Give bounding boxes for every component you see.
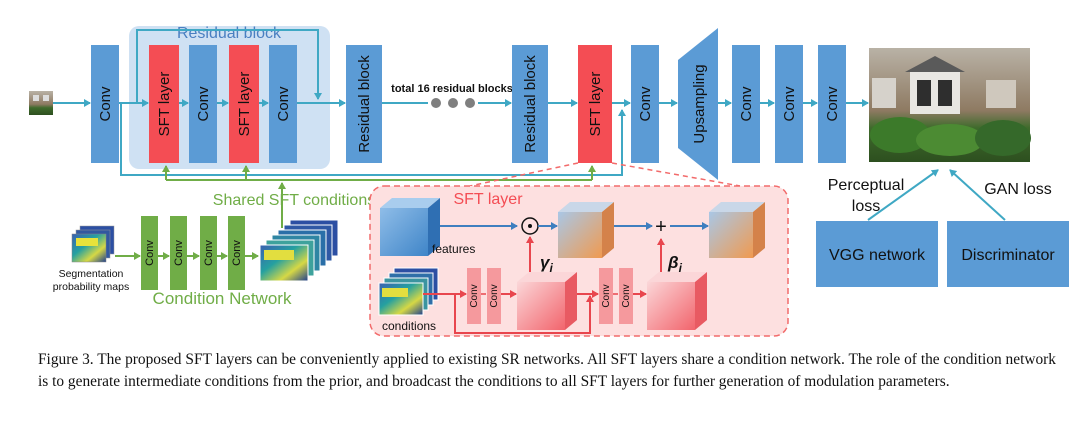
residual-block-title: Residual block bbox=[177, 25, 282, 42]
output-cube bbox=[709, 202, 765, 258]
segmentation-maps bbox=[71, 225, 115, 263]
total-blocks-label: total 16 residual blocks bbox=[391, 83, 513, 95]
beta-label: βi bbox=[667, 253, 683, 275]
upsampling-block bbox=[678, 28, 718, 180]
segmentation-label-2: probability maps bbox=[53, 281, 129, 293]
perceptual-loss-arrow bbox=[867, 169, 939, 221]
total-label-bg bbox=[392, 80, 510, 96]
sft-label-2: SFT layer bbox=[236, 72, 253, 137]
perceptual-loss-label-2: loss bbox=[852, 198, 880, 215]
cond-conv-3 bbox=[200, 216, 217, 290]
long-skip-connection bbox=[120, 103, 626, 176]
conv-block-7 bbox=[818, 45, 846, 163]
sft-conv-label-2: Conv bbox=[489, 284, 500, 307]
sft-layer-2 bbox=[229, 45, 259, 163]
conv-block-5 bbox=[732, 45, 760, 163]
sft-conv-4 bbox=[619, 268, 633, 324]
conv-block-1 bbox=[91, 45, 119, 163]
sft-label-1: SFT layer bbox=[156, 72, 173, 137]
sft-layer-1 bbox=[149, 45, 179, 163]
vgg-network-label: VGG network bbox=[829, 247, 926, 264]
conv-label-7: Conv bbox=[824, 86, 841, 122]
conv-block-3 bbox=[269, 45, 297, 163]
conv-block-2 bbox=[189, 45, 217, 163]
zoom-line-left bbox=[469, 162, 579, 187]
conv-label-2: Conv bbox=[195, 86, 212, 122]
sft-conv-label-4: Conv bbox=[621, 284, 632, 307]
ellipsis-dot-3 bbox=[465, 98, 475, 108]
beta-cube bbox=[647, 272, 707, 330]
features-label: features bbox=[432, 242, 475, 256]
modulated-cube-1 bbox=[558, 202, 614, 258]
condition-maps-stack bbox=[259, 219, 339, 282]
cond-conv-label-3: Conv bbox=[203, 240, 215, 266]
sft-conv-label-1: Conv bbox=[469, 284, 480, 307]
sft-conv-1 bbox=[467, 268, 481, 324]
residual-block-label-16: Residual block bbox=[522, 55, 539, 153]
conditions-label: conditions bbox=[382, 319, 436, 333]
cond-conv-label-1: Conv bbox=[144, 240, 156, 266]
perceptual-loss-label-1: Perceptual bbox=[828, 177, 905, 194]
discriminator-box bbox=[947, 221, 1069, 287]
discriminator-label: Discriminator bbox=[961, 247, 1055, 264]
ellipsis-dot-2 bbox=[448, 98, 458, 108]
ellipsis-dot-1 bbox=[431, 98, 441, 108]
architecture-figure: Residual block Conv SFT layer Conv SFT l… bbox=[29, 25, 1069, 337]
figure-caption: Figure 3. The proposed SFT layers can be… bbox=[38, 351, 1056, 390]
sft-conv-3 bbox=[599, 268, 613, 324]
sft-layer-final bbox=[578, 45, 612, 163]
cond-conv-label-2: Conv bbox=[173, 240, 185, 266]
gan-loss-label: GAN loss bbox=[984, 181, 1052, 198]
residual-block-label-1: Residual block bbox=[356, 55, 373, 153]
plus-symbol: + bbox=[655, 216, 667, 238]
shared-conditions-label: Shared SFT conditions bbox=[213, 192, 375, 209]
cond-conv-2 bbox=[170, 216, 187, 290]
output-image bbox=[869, 48, 1031, 162]
conv-block-4 bbox=[631, 45, 659, 163]
cond-conv-label-4: Conv bbox=[231, 240, 243, 266]
sft-conv-label-3: Conv bbox=[601, 284, 612, 307]
sft-conv-2 bbox=[487, 268, 501, 324]
red-bypass-line bbox=[454, 294, 594, 334]
sft-conditions-stack bbox=[378, 267, 439, 316]
sft-label-final: SFT layer bbox=[587, 72, 604, 137]
conv-block-6 bbox=[775, 45, 803, 163]
zoom-line-right bbox=[611, 162, 741, 187]
conv-label-6: Conv bbox=[781, 86, 798, 122]
segmentation-label-1: Segmentation bbox=[59, 268, 124, 280]
conv-label-4: Conv bbox=[637, 86, 654, 122]
gamma-cube bbox=[517, 272, 577, 330]
upsampling-label: Upsampling bbox=[691, 64, 708, 143]
cond-conv-4 bbox=[228, 216, 245, 290]
sft-detail-title: SFT layer bbox=[453, 191, 523, 208]
conv-label-1: Conv bbox=[97, 86, 114, 122]
conv-label-3: Conv bbox=[275, 86, 292, 122]
condition-network-label: Condition Network bbox=[153, 289, 292, 308]
residual-block-1 bbox=[346, 45, 382, 163]
conv-label-5: Conv bbox=[738, 86, 755, 122]
gan-loss-arrow bbox=[949, 169, 1006, 221]
residual-block-16 bbox=[512, 45, 548, 163]
cond-conv-1 bbox=[141, 216, 158, 290]
input-image bbox=[29, 91, 53, 115]
multiply-dot bbox=[528, 224, 532, 228]
vgg-network-box bbox=[816, 221, 938, 287]
features-cube bbox=[380, 198, 440, 256]
skip-connection bbox=[136, 29, 322, 103]
gamma-label: γi bbox=[540, 253, 553, 275]
